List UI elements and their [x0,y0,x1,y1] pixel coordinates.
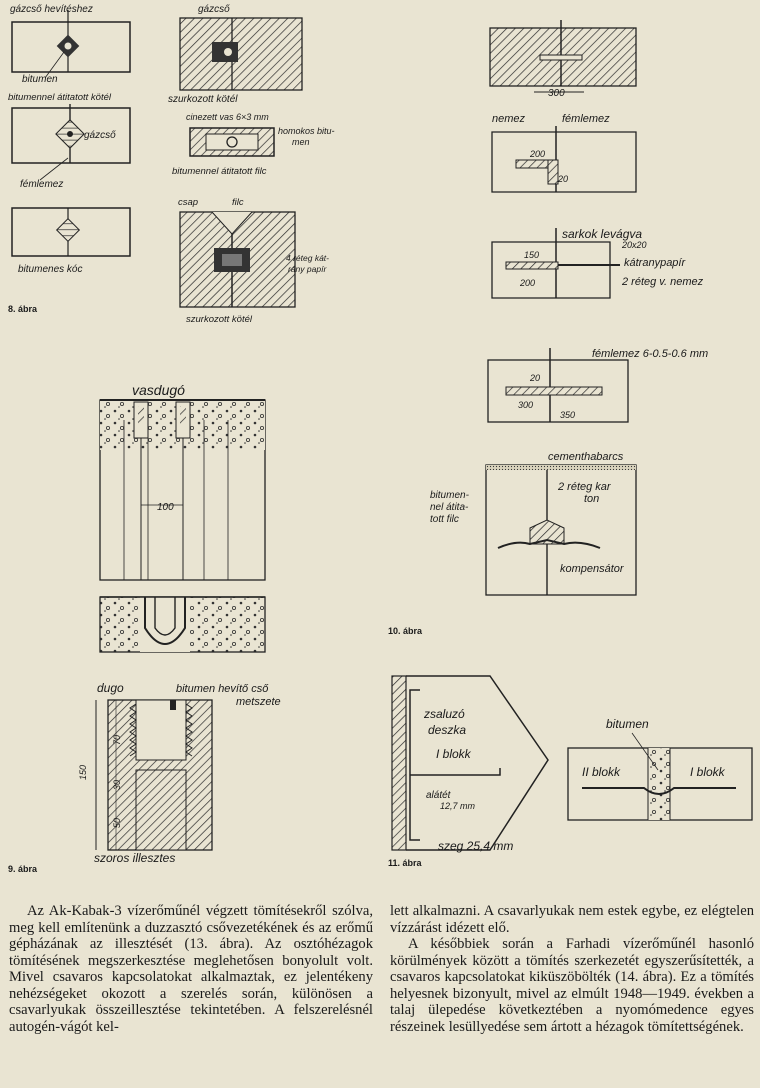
fig10-block-2 [491,131,637,193]
fig10-label-sarkok: sarkok levágva [562,227,642,241]
fig10-label-femlemez-a: fémlemez [562,113,610,125]
figure-11: zsaluzó deszka I blokk alátét 12,7 mm sz… [388,675,753,868]
fig8-label-homokos-1: homokos bitu- [278,126,335,136]
fig8-label-szurkozott-a: szurkozott kötél [168,94,238,105]
body-left-column: Az Ak-Kabak-3 vízerőműnél végzett tömíté… [9,903,373,1035]
fig8-label-femlemez: fémlemez [20,179,63,190]
fig10-caption: 10. ábra [388,626,423,636]
fig8-block-4 [179,17,303,91]
fig9-label-dugo: dugo [97,681,124,695]
fig9-label-100: 100 [157,502,174,513]
body-right-column: lett alkalmazni. A csavarlyukak nem este… [390,903,754,1035]
fig9-label-70: 70 [112,735,122,745]
figure-8: gázcső hevítéshez bitumen bitumennel áti… [8,4,335,325]
fig10-label-20x20: 20x20 [621,240,647,250]
fig9-label-metszete: metszete [236,696,281,708]
fig10-block-3 [491,241,611,299]
fig11-label-bitumen: bitumen [606,717,649,731]
fig10-label-200a: 200 [529,149,545,159]
fig10-label-femlemez-b: fémlemez 6-0.5-0.6 mm [592,348,708,360]
fig8-label-reteg-2: rány papír [288,264,327,274]
fig9-label-150: 150 [78,765,88,780]
fig10-label-katranypapir: kátranypapír [624,257,686,269]
fig10-label-reteg-karton-1: 2 réteg kar [557,481,612,493]
fig10-label-nemez: nemez [492,113,526,125]
fig8-label-csap: csap [178,197,198,208]
fig10-label-300b: 300 [518,400,533,410]
fig11-label-szeg: szeg 25,4 mm [438,839,513,853]
fig11-plank [391,675,407,851]
fig9-label-30: 30 [112,780,122,790]
fig8-label-homokos-2: men [292,137,310,147]
body-right-paragraph-2: A későbbiek során a Farhadi vízerőműnél … [390,936,754,1035]
fig11-block-outline [406,675,549,851]
fig8-label-bitumenes-koc: bitumenes kóc [18,264,82,275]
fig10-label-20a: 20 [557,174,568,184]
figure-9: vasdugó 100 dugo bitumen hevítő cső mets… [8,382,281,874]
fig11-label-i-blokk-b: I blokk [690,765,726,779]
fig10-label-300a: 300 [548,88,565,99]
fig9-label-vasdugo: vasdugó [132,382,185,398]
fig8-block-2 [11,107,131,164]
fig8-block-3 [11,207,131,257]
fig11-label-ii-blokk: II blokk [582,765,621,779]
fig8-label-szurkozott-b: szurkozott kötél [186,314,253,325]
fig8-label-cinezett: cinezett vas 6×3 mm [186,112,269,122]
fig8-label-gazcso-b: gázcső [198,4,230,15]
fig9-label-50: 50 [112,818,122,828]
fig8-caption: 8. ábra [8,304,38,314]
fig8-label-bitumennel-kotel: bitumennel átitatott kötél [8,92,112,103]
fig8-label-bitumen: bitumen [22,74,58,85]
fig10-label-reteg-nemez: 2 réteg v. nemez [621,276,704,288]
fig11-label-aletet: alátét [426,790,452,801]
fig11-label-i-blokk-a: I blokk [436,747,472,761]
fig10-label-200b: 200 [519,278,535,288]
fig10-label-bitumennel-1: bitumen- [430,490,470,501]
fig10-label-20b: 20 [529,373,540,383]
body-right-paragraph-1: lett alkalmazni. A csavarlyukak nem este… [390,903,754,936]
fig9-label-szoros: szoros illesztes [94,851,175,865]
fig8-block-1 [11,21,131,73]
fig10-label-kompensator: kompensátor [560,563,625,575]
fig11-caption: 11. ábra [388,858,423,868]
fig10-label-350: 350 [560,410,575,420]
fig11-label-zsaluzo-2: deszka [428,723,466,737]
figure-10: 300 nemez fémlemez 200 20 sarkok levágva… [388,20,708,636]
fig11-label-zsaluzo-1: zsaluzó [423,707,465,721]
fig10-label-bitumennel-2: nel átita- [430,502,469,513]
fig9-label-bitumen-hevito: bitumen hevítő cső [176,683,269,695]
fig11-label-127: 12,7 mm [440,801,476,811]
fig9-caption: 9. ábra [8,864,38,874]
fig10-label-reteg-karton-2: ton [584,493,599,505]
figure-area: gázcső hevítéshez bitumen bitumennel áti… [8,4,753,874]
fig10-label-cementhabarcs: cementhabarcs [548,451,624,463]
fig8-label-reteg-1: 4 réteg kát- [286,253,329,263]
fig8-label-filc: filc [232,197,244,208]
fig10-label-150: 150 [524,250,539,260]
fig10-label-bitumennel-3: tott filc [430,514,459,525]
fig8-label-bitumennel-filc: bitumennel átitatott filc [172,166,267,177]
body-left-paragraph: Az Ak-Kabak-3 vízerőműnél végzett tömíté… [9,903,373,1035]
fig8-label-gazcso-a: gázcső [84,130,116,141]
fig8-label-gazcso-hevites: gázcső hevítéshez [10,4,93,15]
